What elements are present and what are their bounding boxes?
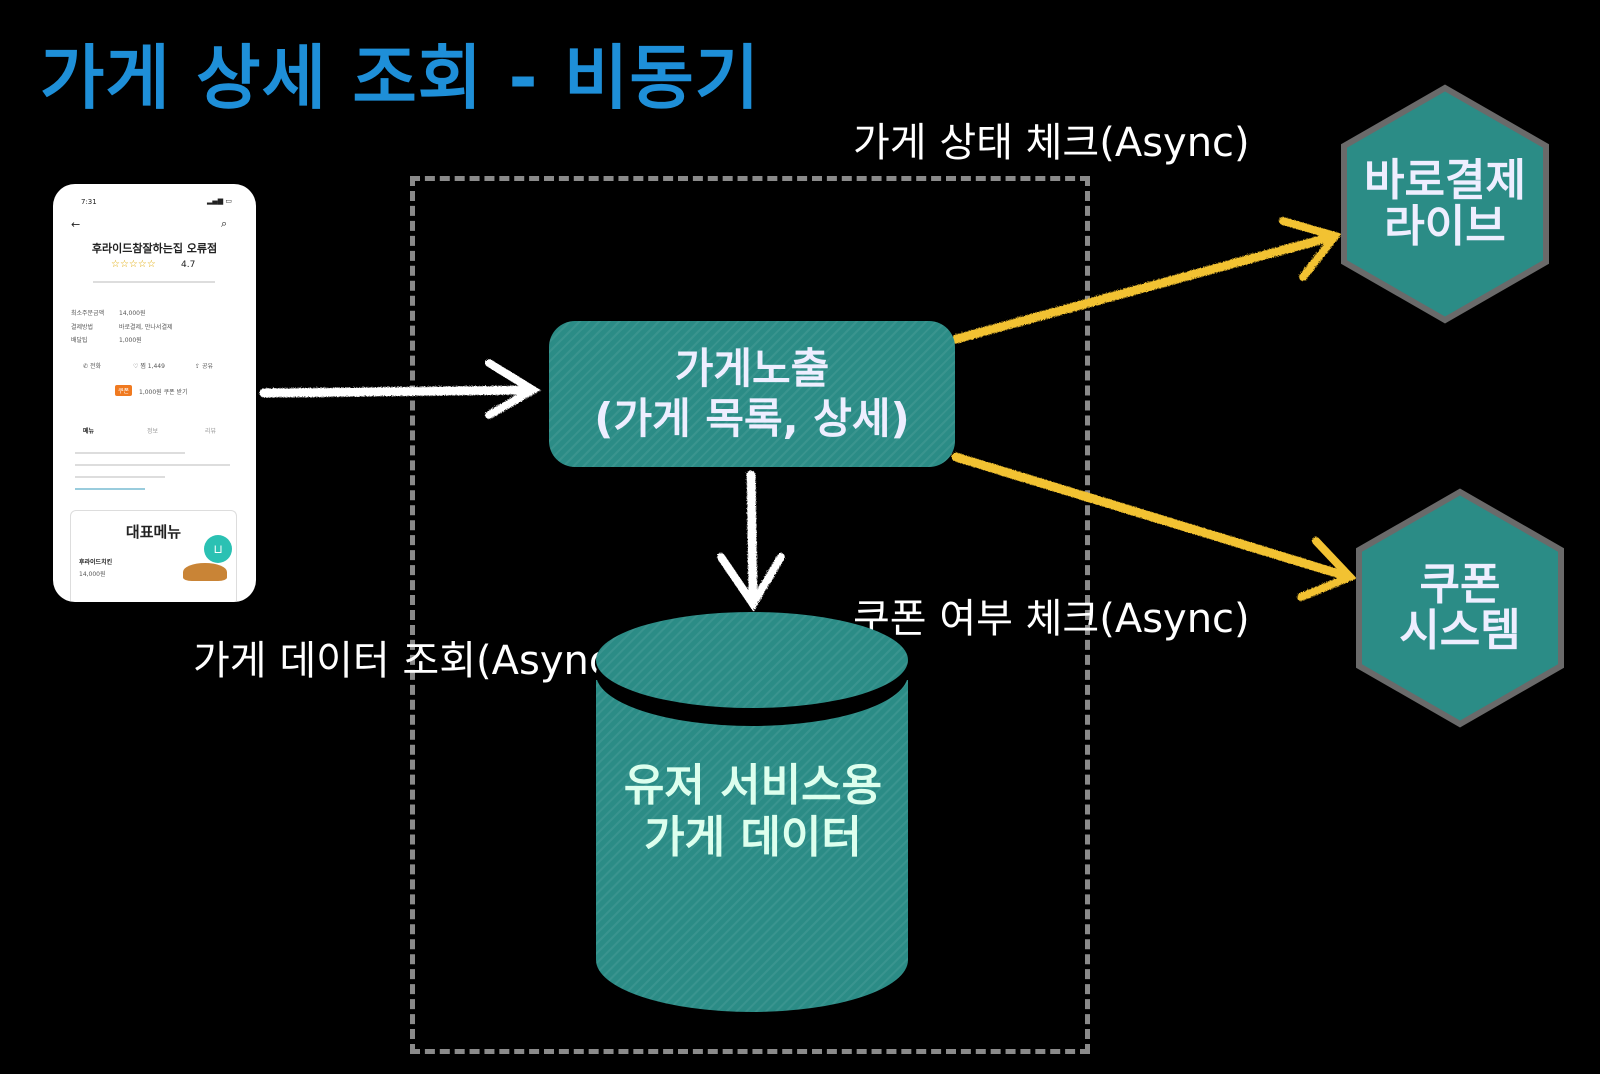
slide-title: 가게 상세 조회 - 비동기: [40, 37, 761, 119]
fried-chicken-image: [183, 563, 227, 581]
search-icon[interactable]: ⌕: [221, 217, 228, 230]
info-value-payment: 바로결제, 만나서결제: [119, 324, 173, 331]
favorite-button[interactable]: ♡ 찜 1,449: [133, 361, 165, 370]
share-icon: ⇪: [195, 363, 201, 370]
featured-menu-title: 대표메뉴: [125, 523, 182, 541]
baro-line2: 라이브: [1384, 201, 1506, 252]
featured-menu-item: 후라이드치킨: [79, 559, 113, 566]
store-name: 후라이드참잘하는집 오류점: [91, 242, 218, 255]
coupon-check-arrow: [950, 451, 1356, 600]
status-time: 7:31: [81, 198, 97, 206]
baro-payment-live-node: 바로결제 라이브: [1340, 84, 1550, 324]
star-rating-icon: ☆☆☆☆☆: [111, 259, 156, 270]
tab-menu[interactable]: 메뉴: [83, 428, 95, 435]
share-label: 공유: [201, 363, 213, 370]
cart-icon[interactable]: ⊔: [204, 535, 232, 563]
store-exposure-title: 가게노출: [674, 344, 830, 393]
back-arrow-icon[interactable]: ←: [71, 218, 81, 231]
status-check-label: 가게 상태 체크(Async): [853, 120, 1250, 166]
notice-line: [75, 476, 165, 478]
info-value-min-order: 14,000원: [119, 310, 146, 317]
store-exposure-subtitle: (가게 목록, 상세): [594, 394, 910, 443]
info-label-min-order: 최소주문금액: [71, 310, 105, 317]
store-database-label: 유저 서비스용 가게 데이터: [598, 760, 908, 864]
store-database: [596, 612, 908, 1012]
info-label-delivery-tip: 배달팁: [71, 337, 88, 344]
phone-screenshot: 7:31 ▂▄▆ ▭ ← ⌕ 후라이드참잘하는집 오류점 ☆☆☆☆☆ 4.7 최…: [53, 184, 256, 602]
store-exposure-node: 가게노출 (가게 목록, 상세): [549, 321, 955, 467]
coupon-check-label: 쿠폰 여부 체크(Async): [853, 596, 1250, 642]
db-query-arrow: [716, 469, 784, 611]
notice-link-line: [75, 488, 145, 490]
call-label: 전화: [89, 363, 101, 370]
phone-icon: ✆: [83, 363, 89, 370]
coupon-line1: 쿠폰: [1419, 559, 1501, 610]
share-button[interactable]: ⇪ 공유: [195, 361, 213, 370]
store-database-line2: 가게 데이터: [644, 812, 862, 863]
store-data-query-label: 가게 데이터 조회(Async): [193, 638, 603, 684]
call-button[interactable]: ✆ 전화: [83, 361, 101, 370]
status-icons: ▂▄▆ ▭: [207, 197, 232, 205]
notice-line: [75, 464, 230, 466]
coupon-download-link[interactable]: 1,000원 쿠폰 받기: [139, 389, 188, 396]
request-arrow: [258, 358, 540, 418]
favorite-label: 찜 1,449: [140, 363, 165, 370]
coupon-line2: 시스템: [1399, 605, 1521, 656]
service-boundary: [410, 176, 1090, 1054]
coupon-badge: 쿠폰: [115, 385, 133, 396]
info-value-delivery-tip: 1,000원: [119, 337, 142, 344]
featured-menu-price: 14,000원: [79, 571, 106, 578]
status-check-arrow: [950, 216, 1341, 343]
baro-line1: 바로결제: [1364, 155, 1526, 206]
info-label-payment: 결제방법: [71, 324, 94, 331]
notice-line: [75, 452, 185, 454]
rating-value: 4.7: [181, 260, 196, 270]
tab-reviews[interactable]: 리뷰: [205, 428, 217, 435]
review-summary-line: [93, 281, 215, 283]
heart-icon: ♡: [133, 363, 139, 370]
store-database-line1: 유저 서비스용: [623, 760, 883, 811]
coupon-system-node: 쿠폰 시스템: [1355, 488, 1565, 728]
featured-menu-card[interactable]: 대표메뉴 후라이드치킨 14,000원: [70, 510, 237, 602]
tab-info[interactable]: 정보: [147, 428, 159, 435]
